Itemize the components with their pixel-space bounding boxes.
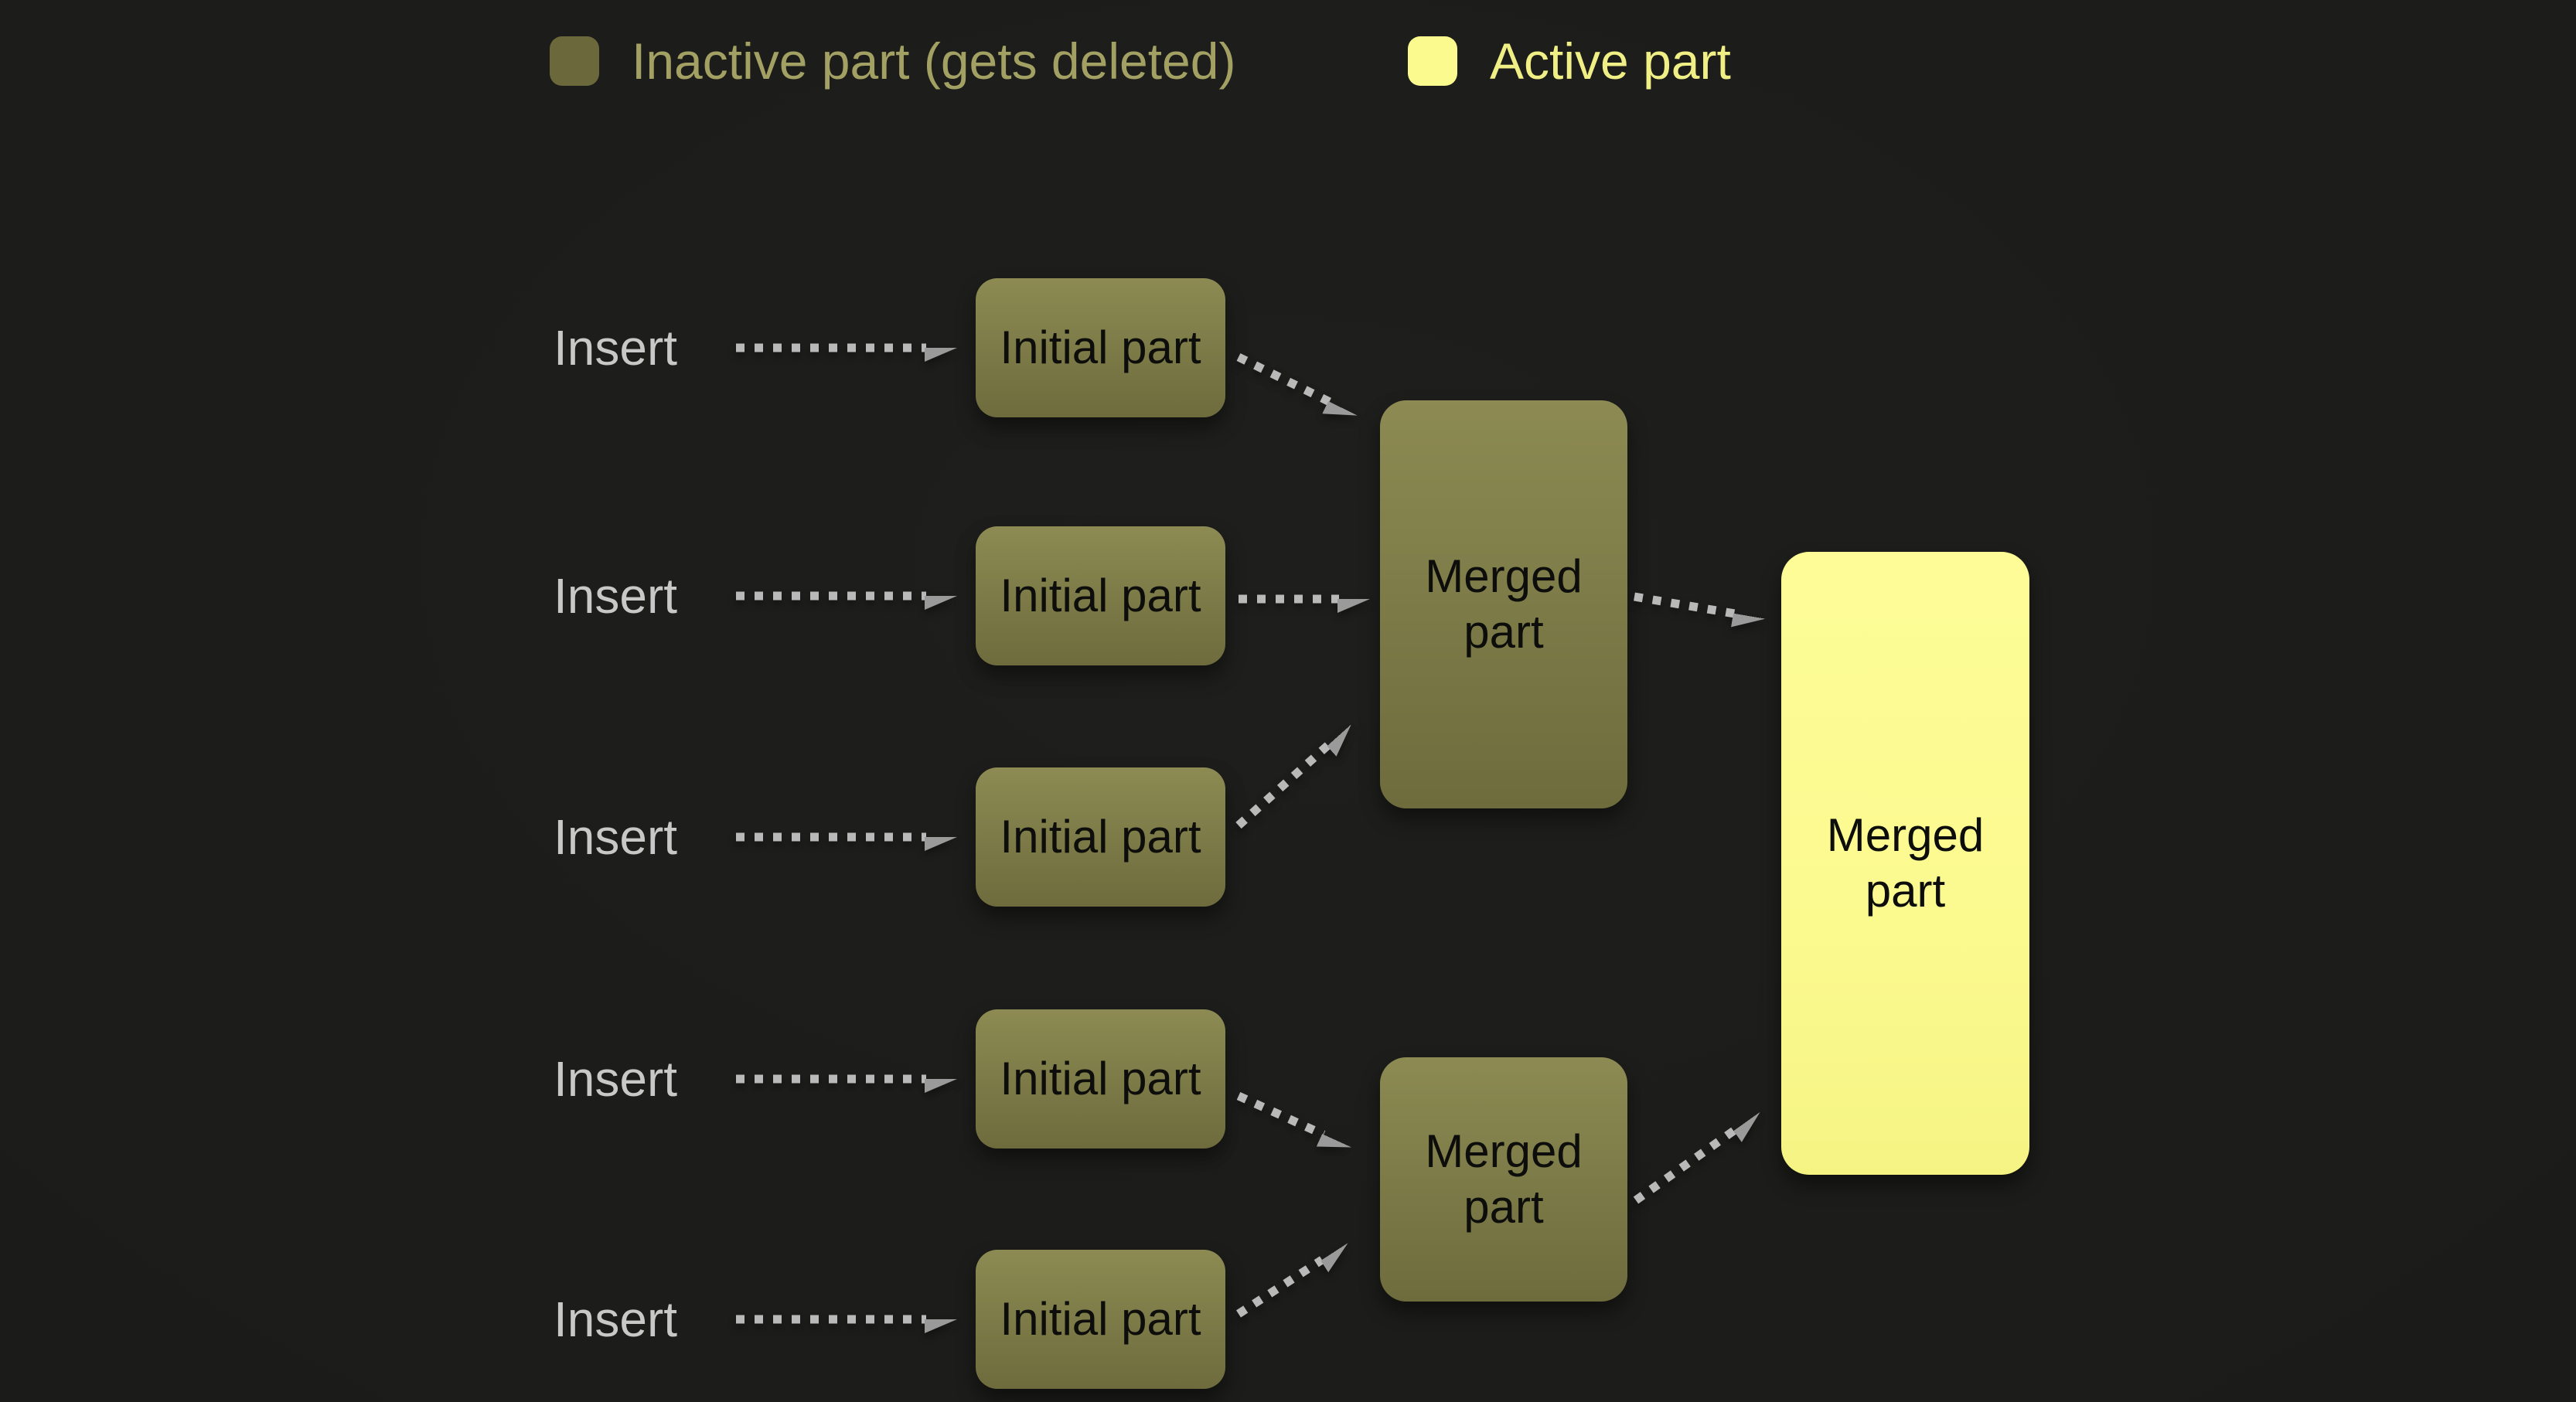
initial-part-label: Initial part: [1000, 811, 1201, 863]
initial-part-box-4: Initial part: [976, 1009, 1225, 1148]
initial-part-label: Initial part: [1000, 322, 1201, 373]
insert-label-4: Insert: [554, 1051, 678, 1107]
arrow-merged-bottom-to-final: [1633, 1130, 1735, 1204]
merged-part-box-bottom: Merged part: [1380, 1057, 1627, 1302]
merged-part-label: Merged part: [1425, 1125, 1583, 1233]
legend-label-active: Active part: [1490, 32, 1731, 90]
inactive-color-swatch: [550, 36, 599, 86]
initial-part-box-3: Initial part: [976, 767, 1225, 907]
legend-label-inactive: Inactive part (gets deleted): [632, 32, 1236, 90]
arrow-initial1-to-merged-top: [1236, 353, 1330, 402]
arrow-initial3-to-merged-top: [1235, 745, 1328, 829]
merged-part-box-final-active: Merged part: [1781, 552, 2029, 1175]
legend-item-active: Active part: [1408, 36, 1731, 87]
initial-part-label: Initial part: [1000, 1053, 1201, 1104]
merged-part-label: Merged part: [1826, 809, 1985, 917]
merged-part-label: Merged part: [1425, 550, 1583, 658]
active-color-swatch: [1408, 36, 1457, 86]
initial-part-label: Initial part: [1000, 1293, 1201, 1345]
initial-part-box-5: Initial part: [976, 1250, 1225, 1389]
initial-part-box-1: Initial part: [976, 278, 1225, 417]
merged-part-box-top: Merged part: [1380, 400, 1627, 808]
insert-label-3: Insert: [554, 809, 678, 865]
arrow-initial4-to-merged-bottom: [1236, 1091, 1324, 1135]
insert-label-1: Insert: [554, 320, 678, 376]
insert-label-5: Insert: [554, 1291, 678, 1347]
initial-part-label: Initial part: [1000, 570, 1201, 621]
arrow-merged-top-to-final: [1634, 592, 1735, 614]
arrow-initial5-to-merged-bottom: [1236, 1260, 1322, 1318]
initial-part-box-2: Initial part: [976, 526, 1225, 665]
legend-item-inactive: Inactive part (gets deleted): [550, 36, 1235, 87]
insert-label-2: Insert: [554, 568, 678, 624]
